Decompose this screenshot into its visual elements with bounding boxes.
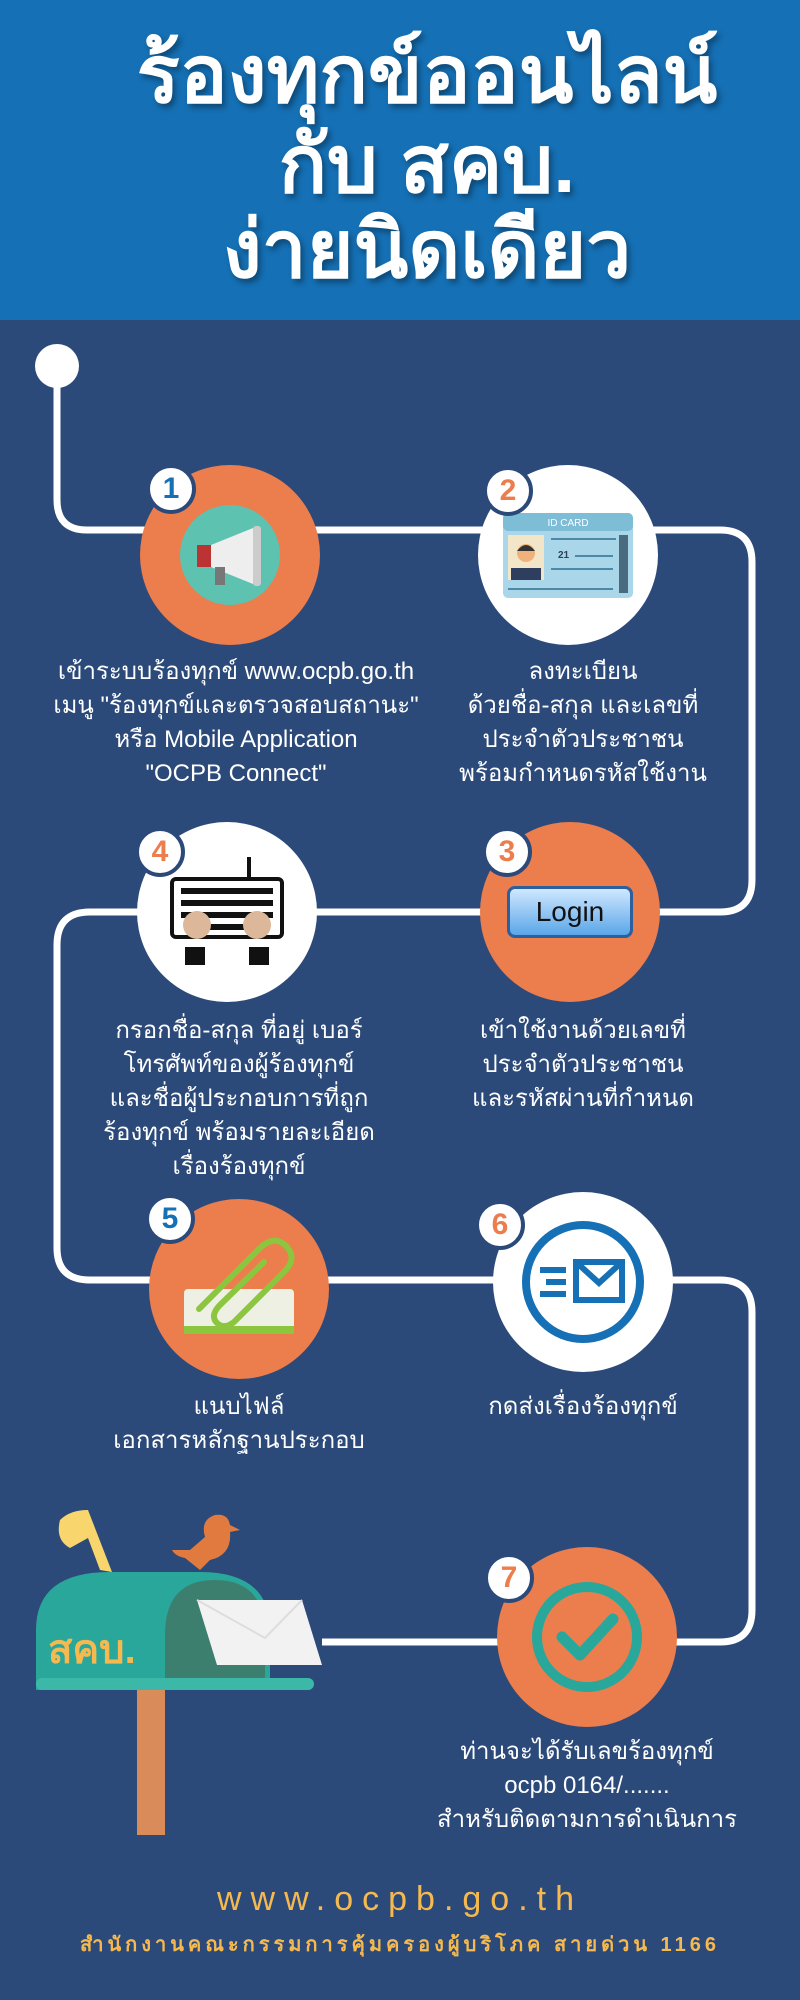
step-6-text: กดส่งเรื่องร้องทุกข์ bbox=[383, 1390, 783, 1424]
step-4-line: เรื่องร้องทุกข์ bbox=[172, 1153, 306, 1180]
step-2-line: ด้วยชื่อ-สกุล และเลขที่ bbox=[467, 692, 699, 719]
step-1-badge: 1 bbox=[146, 464, 196, 514]
step-4-circle bbox=[137, 822, 317, 1002]
step-3-line: ประจำตัวประชาชน bbox=[482, 1051, 684, 1078]
bird-icon bbox=[172, 1514, 240, 1570]
id-card-icon: ID CARD 21 bbox=[503, 512, 633, 598]
step-2-line: ประจำตัวประชาชน bbox=[482, 726, 684, 753]
step-5-line: เอกสารหลักฐานประกอบ bbox=[113, 1427, 365, 1454]
id-card-label: ID CARD bbox=[547, 518, 588, 529]
step-1-text: เข้าระบบร้องทุกข์ www.ocpb.go.th เมนู "ร… bbox=[36, 655, 436, 791]
step-2-badge: 2 bbox=[483, 466, 533, 516]
step-6-line: กดส่งเรื่องร้องทุกข์ bbox=[488, 1393, 678, 1420]
footer-subtitle: สำนักงานคณะกรรมการคุ้มครองผู้บริโภค สายด… bbox=[80, 1934, 720, 1956]
step-3-text: เข้าใช้งานด้วยเลขที่ ประจำตัวประชาชน และ… bbox=[383, 1014, 783, 1116]
mailbox-illustration: สคบ. bbox=[36, 1510, 322, 1835]
footer-url[interactable]: www.ocpb.go.th bbox=[216, 1880, 584, 1918]
step-5-line: แนบไฟล์ bbox=[193, 1393, 285, 1420]
step-1-line: "OCPB Connect" bbox=[145, 760, 327, 787]
megaphone-icon bbox=[180, 505, 280, 605]
id-card-number: 21 bbox=[558, 550, 570, 561]
title-line-3: ง่ายนิดเดียว bbox=[222, 205, 632, 294]
mailbox-flag bbox=[58, 1510, 112, 1572]
step-3-circle: Login bbox=[480, 822, 660, 1002]
send-mail-icon bbox=[522, 1221, 644, 1343]
paperclip-icon bbox=[184, 1237, 295, 1334]
step-7-line: ท่านจะได้รับเลขร้องทุกข์ bbox=[460, 1738, 714, 1765]
login-button-icon: Login bbox=[507, 886, 633, 938]
step-1-line: เมนู "ร้องทุกข์และตรวจสอบสถานะ" bbox=[53, 692, 419, 719]
step-1-line: เข้าระบบร้องทุกข์ www.ocpb.go.th bbox=[57, 658, 415, 685]
check-icon bbox=[532, 1582, 642, 1692]
step-7-line: สำหรับติดตามการดำเนินการ bbox=[437, 1806, 737, 1833]
step-4-line: และชื่อผู้ประกอบการที่ถูก bbox=[109, 1085, 369, 1112]
step-4-text: กรอกชื่อ-สกุล ที่อยู่ เบอร์ โทรศัพท์ของผ… bbox=[39, 1014, 439, 1184]
title-line-1: ร้องทุกข์ออนไลน์ bbox=[136, 30, 718, 119]
step-2-line: พร้อมกำหนดรหัสใช้งาน bbox=[459, 760, 707, 787]
mailbox-post bbox=[137, 1690, 165, 1835]
keyboard-icon bbox=[170, 857, 284, 965]
step-4-line: ร้องทุกข์ พร้อมรายละเอียด bbox=[103, 1119, 375, 1146]
step-2-text: ลงทะเบียน ด้วยชื่อ-สกุล และเลขที่ ประจำต… bbox=[383, 655, 783, 791]
step-4-line: กรอกชื่อ-สกุล ที่อยู่ เบอร์ bbox=[115, 1017, 363, 1044]
step-5-badge: 5 bbox=[145, 1194, 195, 1244]
step-3-line: เข้าใช้งานด้วยเลขที่ bbox=[480, 1017, 686, 1044]
envelope-icon bbox=[197, 1600, 322, 1665]
step-4-badge: 4 bbox=[135, 827, 185, 877]
step-7-text: ท่านจะได้รับเลขร้องทุกข์ ocpb 0164/.....… bbox=[387, 1735, 787, 1837]
step-7-line: ocpb 0164/....... bbox=[504, 1772, 670, 1799]
step-2-line: ลงทะเบียน bbox=[528, 658, 638, 685]
step-7-badge: 7 bbox=[484, 1553, 534, 1603]
step-3-line: และรหัสผ่านที่กำหนด bbox=[471, 1085, 694, 1112]
step-1-line: หรือ Mobile Application bbox=[114, 726, 358, 753]
mailbox-label: สคบ. bbox=[48, 1628, 136, 1672]
step-5-text: แนบไฟล์ เอกสารหลักฐานประกอบ bbox=[39, 1390, 439, 1458]
step-4-line: โทรศัพท์ของผู้ร้องทุกข์ bbox=[123, 1051, 355, 1078]
title-line-2: กับ สคบ. bbox=[278, 120, 576, 209]
header-banner: ร้องทุกข์ออนไลน์ กับ สคบ. ง่ายนิดเดียว bbox=[0, 0, 800, 320]
step-3-badge: 3 bbox=[482, 827, 532, 877]
step-6-badge: 6 bbox=[475, 1200, 525, 1250]
start-dot bbox=[35, 344, 79, 388]
